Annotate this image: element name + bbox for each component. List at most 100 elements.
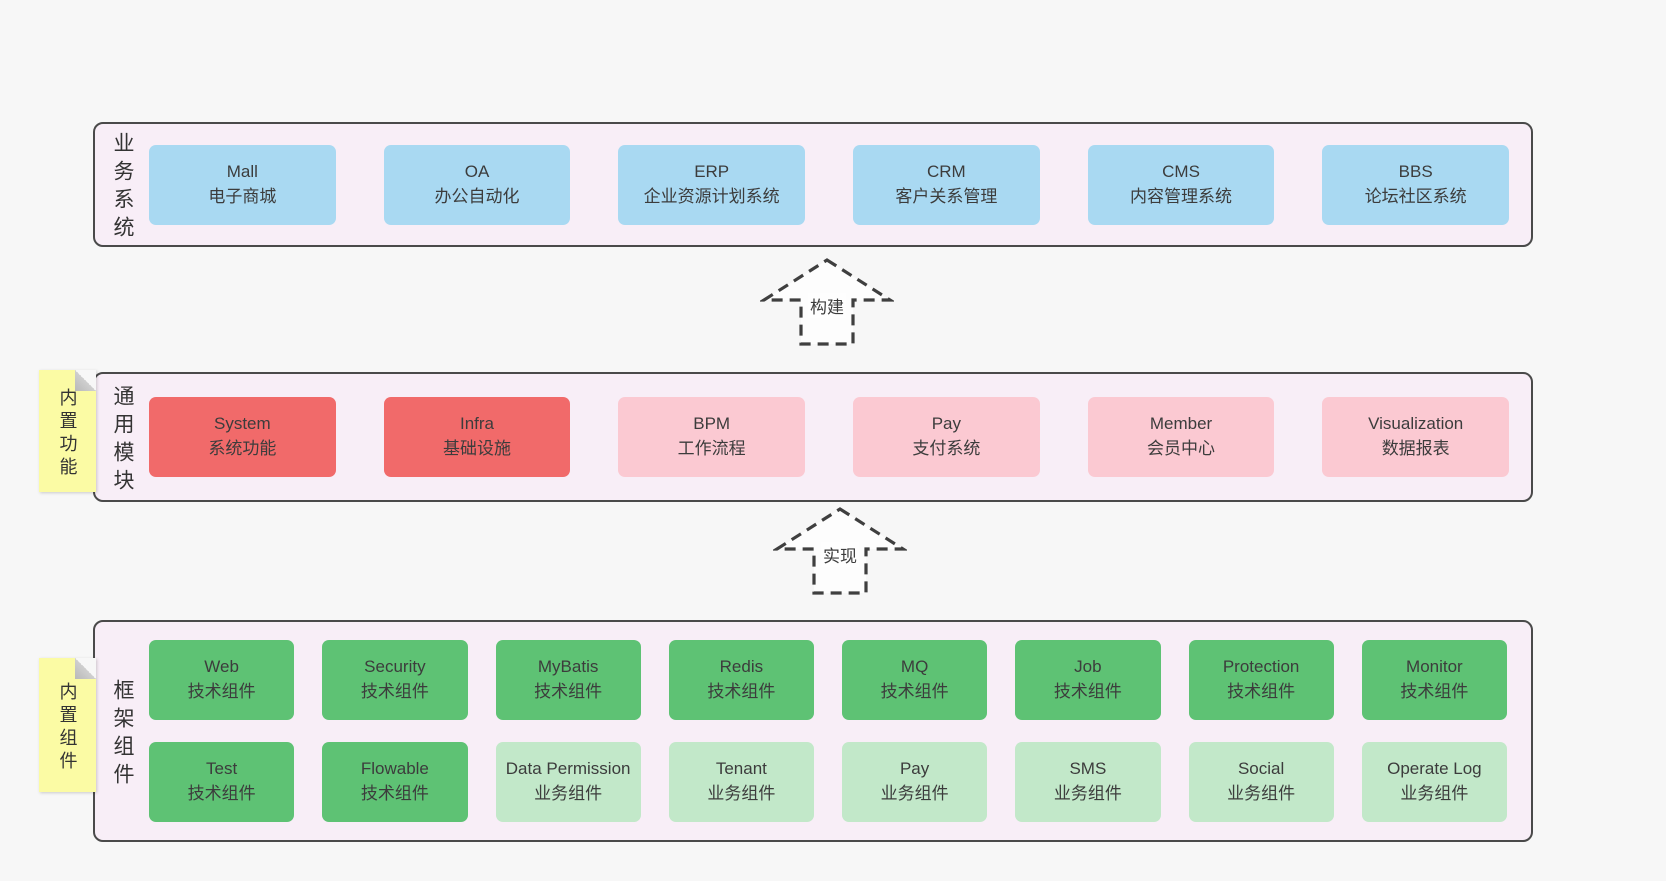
box-mybatis-desc: 技术组件 <box>534 682 603 701</box>
box-pay-component-name: Pay <box>899 759 930 779</box>
box-social: Social 业务组件 <box>1188 742 1334 822</box>
box-redis: Redis 技术组件 <box>668 640 814 720</box>
box-pay-component-desc: 业务组件 <box>880 784 949 803</box>
box-oa-name: OA <box>464 161 490 181</box>
common-modules-label: 通用模块 <box>111 384 134 497</box>
built-in-function-note: 内置功能 <box>39 370 96 492</box>
box-flowable: Flowable 技术组件 <box>322 742 468 822</box>
components-row-2: Test 技术组件 Flowable 技术组件 Data Permission … <box>149 742 1507 822</box>
box-pay-module-desc: 支付系统 <box>912 439 981 458</box>
box-protection-desc: 技术组件 <box>1227 682 1296 701</box>
box-erp: ERP 企业资源计划系统 <box>618 144 806 225</box>
box-crm-name: CRM <box>926 161 966 181</box>
box-member-desc: 会员中心 <box>1147 439 1216 458</box>
build-arrow-label: 构建 <box>808 293 846 318</box>
box-pay-module-name: Pay <box>931 414 961 434</box>
box-mybatis: MyBatis 技术组件 <box>495 640 641 720</box>
box-tenant-name: Tenant <box>715 759 767 779</box>
built-in-component-note-text: 内置组件 <box>57 681 78 774</box>
note-fold-icon <box>75 370 96 391</box>
box-bbs: BBS 论坛社区系统 <box>1322 144 1510 225</box>
box-infra-name: Infra <box>459 414 495 434</box>
box-mq-name: MQ <box>900 657 929 677</box>
box-visualization-desc: 数据报表 <box>1381 439 1450 458</box>
box-crm-desc: 客户关系管理 <box>895 186 998 206</box>
common-modules-row: System 系统功能 Infra 基础设施 BPM 工作流程 Pay 支付系统… <box>149 374 1531 500</box>
implement-arrow: 实现 <box>773 505 907 597</box>
business-systems-label: 业务系统 <box>111 132 134 244</box>
box-system-name: System <box>213 414 271 434</box>
box-web-desc: 技术组件 <box>187 682 256 701</box>
box-social-name: Social <box>1237 759 1285 779</box>
framework-components-grid: Web 技术组件 Security 技术组件 MyBatis 技术组件 Redi… <box>149 622 1531 840</box>
box-mall: Mall 电子商城 <box>149 144 336 225</box>
box-tenant-desc: 业务组件 <box>707 784 776 803</box>
box-operate-log: Operate Log 业务组件 <box>1361 742 1507 822</box>
box-sms-name: SMS <box>1069 759 1107 779</box>
framework-components-label: 框架组件 <box>111 678 134 791</box>
box-flowable-desc: 技术组件 <box>360 784 429 803</box>
box-bpm-name: BPM <box>693 414 731 434</box>
box-job-desc: 技术组件 <box>1053 682 1122 701</box>
business-systems-row: Mall 电子商城 OA 办公自动化 ERP 企业资源计划系统 CRM 客户关系… <box>149 124 1531 245</box>
box-oa-desc: 办公自动化 <box>434 186 520 206</box>
box-member: Member 会员中心 <box>1087 397 1275 477</box>
box-bpm: BPM 工作流程 <box>618 397 806 477</box>
box-security-name: Security <box>364 657 426 677</box>
box-cms: CMS 内容管理系统 <box>1087 144 1275 225</box>
box-job: Job 技术组件 <box>1015 640 1161 720</box>
implement-arrow-label: 实现 <box>821 542 859 567</box>
box-web: Web 技术组件 <box>149 640 295 720</box>
built-in-function-note-text: 内置功能 <box>57 387 78 480</box>
box-job-name: Job <box>1074 657 1102 677</box>
box-sms: SMS 业务组件 <box>1015 742 1161 822</box>
box-data-permission: Data Permission 业务组件 <box>495 742 641 822</box>
note-fold-icon <box>75 658 96 679</box>
built-in-component-note: 内置组件 <box>39 658 96 792</box>
build-arrow: 构建 <box>760 256 894 348</box>
box-security: Security 技术组件 <box>322 640 468 720</box>
box-tenant: Tenant 业务组件 <box>668 742 814 822</box>
box-monitor: Monitor 技术组件 <box>1361 640 1507 720</box>
box-member-name: Member <box>1149 414 1213 434</box>
box-pay-component: Pay 业务组件 <box>842 742 988 822</box>
box-operate-log-name: Operate Log <box>1387 759 1482 779</box>
framework-components-panel: 框架组件 Web 技术组件 Security 技术组件 MyBatis 技术组件… <box>93 620 1533 842</box>
box-erp-name: ERP <box>694 161 730 181</box>
box-protection-name: Protection <box>1222 657 1300 677</box>
box-operate-log-desc: 业务组件 <box>1400 784 1469 803</box>
box-web-name: Web <box>204 657 239 677</box>
common-modules-panel: 通用模块 System 系统功能 Infra 基础设施 BPM 工作流程 Pay… <box>93 372 1533 502</box>
box-data-permission-desc: 业务组件 <box>534 784 603 803</box>
box-monitor-name: Monitor <box>1406 657 1463 677</box>
box-mq-desc: 技术组件 <box>880 682 949 701</box>
business-systems-panel: 业务系统 Mall 电子商城 OA 办公自动化 ERP 企业资源计划系统 CRM… <box>93 122 1533 247</box>
box-test-name: Test <box>206 759 238 779</box>
box-sms-desc: 业务组件 <box>1053 784 1122 803</box>
box-social-desc: 业务组件 <box>1227 784 1296 803</box>
box-bpm-desc: 工作流程 <box>677 439 746 458</box>
box-mall-desc: 电子商城 <box>208 186 277 206</box>
box-visualization-name: Visualization <box>1368 414 1464 434</box>
box-cms-desc: 内容管理系统 <box>1130 186 1233 206</box>
box-oa: OA 办公自动化 <box>383 144 571 225</box>
box-mall-name: Mall <box>226 161 258 181</box>
box-security-desc: 技术组件 <box>360 682 429 701</box>
box-erp-desc: 企业资源计划系统 <box>643 186 780 206</box>
box-test-desc: 技术组件 <box>187 784 256 803</box>
box-bbs-desc: 论坛社区系统 <box>1364 186 1467 206</box>
box-bbs-name: BBS <box>1398 161 1433 181</box>
box-redis-name: Redis <box>719 657 764 677</box>
box-system: System 系统功能 <box>149 397 336 477</box>
box-cms-name: CMS <box>1162 161 1200 181</box>
box-pay-module: Pay 支付系统 <box>853 397 1040 477</box>
box-mq: MQ 技术组件 <box>842 640 988 720</box>
box-test: Test 技术组件 <box>149 742 295 822</box>
box-infra-desc: 基础设施 <box>443 439 511 458</box>
box-system-desc: 系统功能 <box>208 439 277 458</box>
box-data-permission-name: Data Permission <box>505 759 631 779</box>
box-mybatis-name: MyBatis <box>537 657 599 677</box>
box-monitor-desc: 技术组件 <box>1400 682 1469 701</box>
components-row-1: Web 技术组件 Security 技术组件 MyBatis 技术组件 Redi… <box>149 640 1507 720</box>
box-visualization: Visualization 数据报表 <box>1322 397 1510 477</box>
